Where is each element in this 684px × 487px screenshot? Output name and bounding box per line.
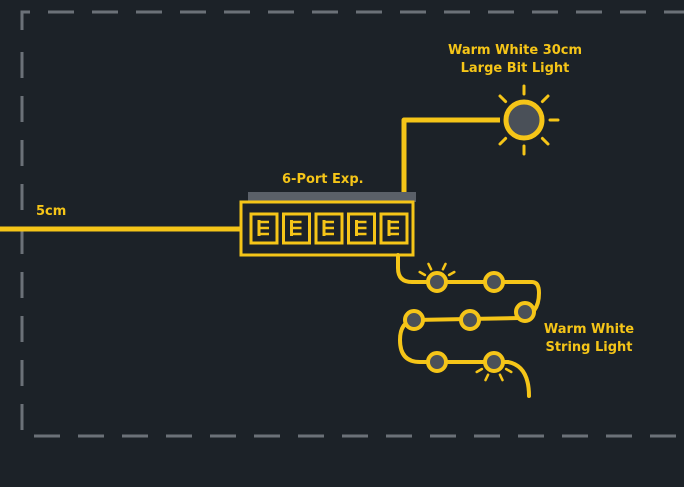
string-bulb: [483, 351, 505, 373]
bit-light-label: Warm White 30cm Large Bit Light: [440, 42, 590, 78]
cable-length-label: 5cm: [36, 204, 67, 219]
light-ray: [540, 136, 550, 146]
light-ray: [484, 373, 490, 382]
string-light-label: Warm White String Light: [530, 321, 648, 357]
large-bit-light: [498, 84, 560, 156]
six-port-expander: [239, 192, 416, 257]
bit-light-label-line1: Warm White 30cm: [447, 43, 583, 58]
string-light-bulbs: [403, 271, 536, 373]
string-light: [396, 253, 541, 398]
expander-port: [347, 212, 376, 245]
expander-top-bar: [248, 192, 416, 202]
expander-port: [314, 212, 344, 245]
light-ray: [418, 270, 427, 277]
expander-port: [379, 212, 409, 245]
string-bulb: [459, 309, 481, 331]
light-ray: [498, 373, 504, 382]
expander-port: [249, 212, 279, 245]
string-light-label-line1: Warm White: [543, 322, 635, 337]
light-ray: [447, 270, 456, 277]
expander-label: 6-Port Exp.: [282, 172, 364, 187]
string-bulb: [426, 351, 448, 373]
boundary-top-edge: [20, 10, 684, 30]
string-bulb: [483, 271, 505, 293]
light-ray: [441, 262, 447, 271]
bit-light-label-line2: Large Bit Light: [460, 61, 570, 76]
bit-light-rays: [498, 84, 560, 156]
light-ray: [475, 367, 484, 374]
bit-light-cable: [401, 117, 500, 203]
light-ray: [498, 136, 508, 146]
string-bulb: [514, 301, 536, 323]
string-bulb: [426, 271, 448, 293]
dashed-boundary: [20, 10, 684, 438]
expander-ports: [249, 212, 409, 245]
light-ray: [504, 367, 513, 374]
string-bulb-rays: [418, 262, 513, 382]
light-ray: [540, 94, 550, 104]
string-bulb: [403, 309, 425, 331]
bit-light-bulb: [503, 99, 545, 141]
string-light-label-line2: String Light: [545, 340, 633, 355]
expander-port: [282, 212, 311, 245]
light-ray: [498, 94, 508, 104]
light-ray: [427, 262, 433, 271]
